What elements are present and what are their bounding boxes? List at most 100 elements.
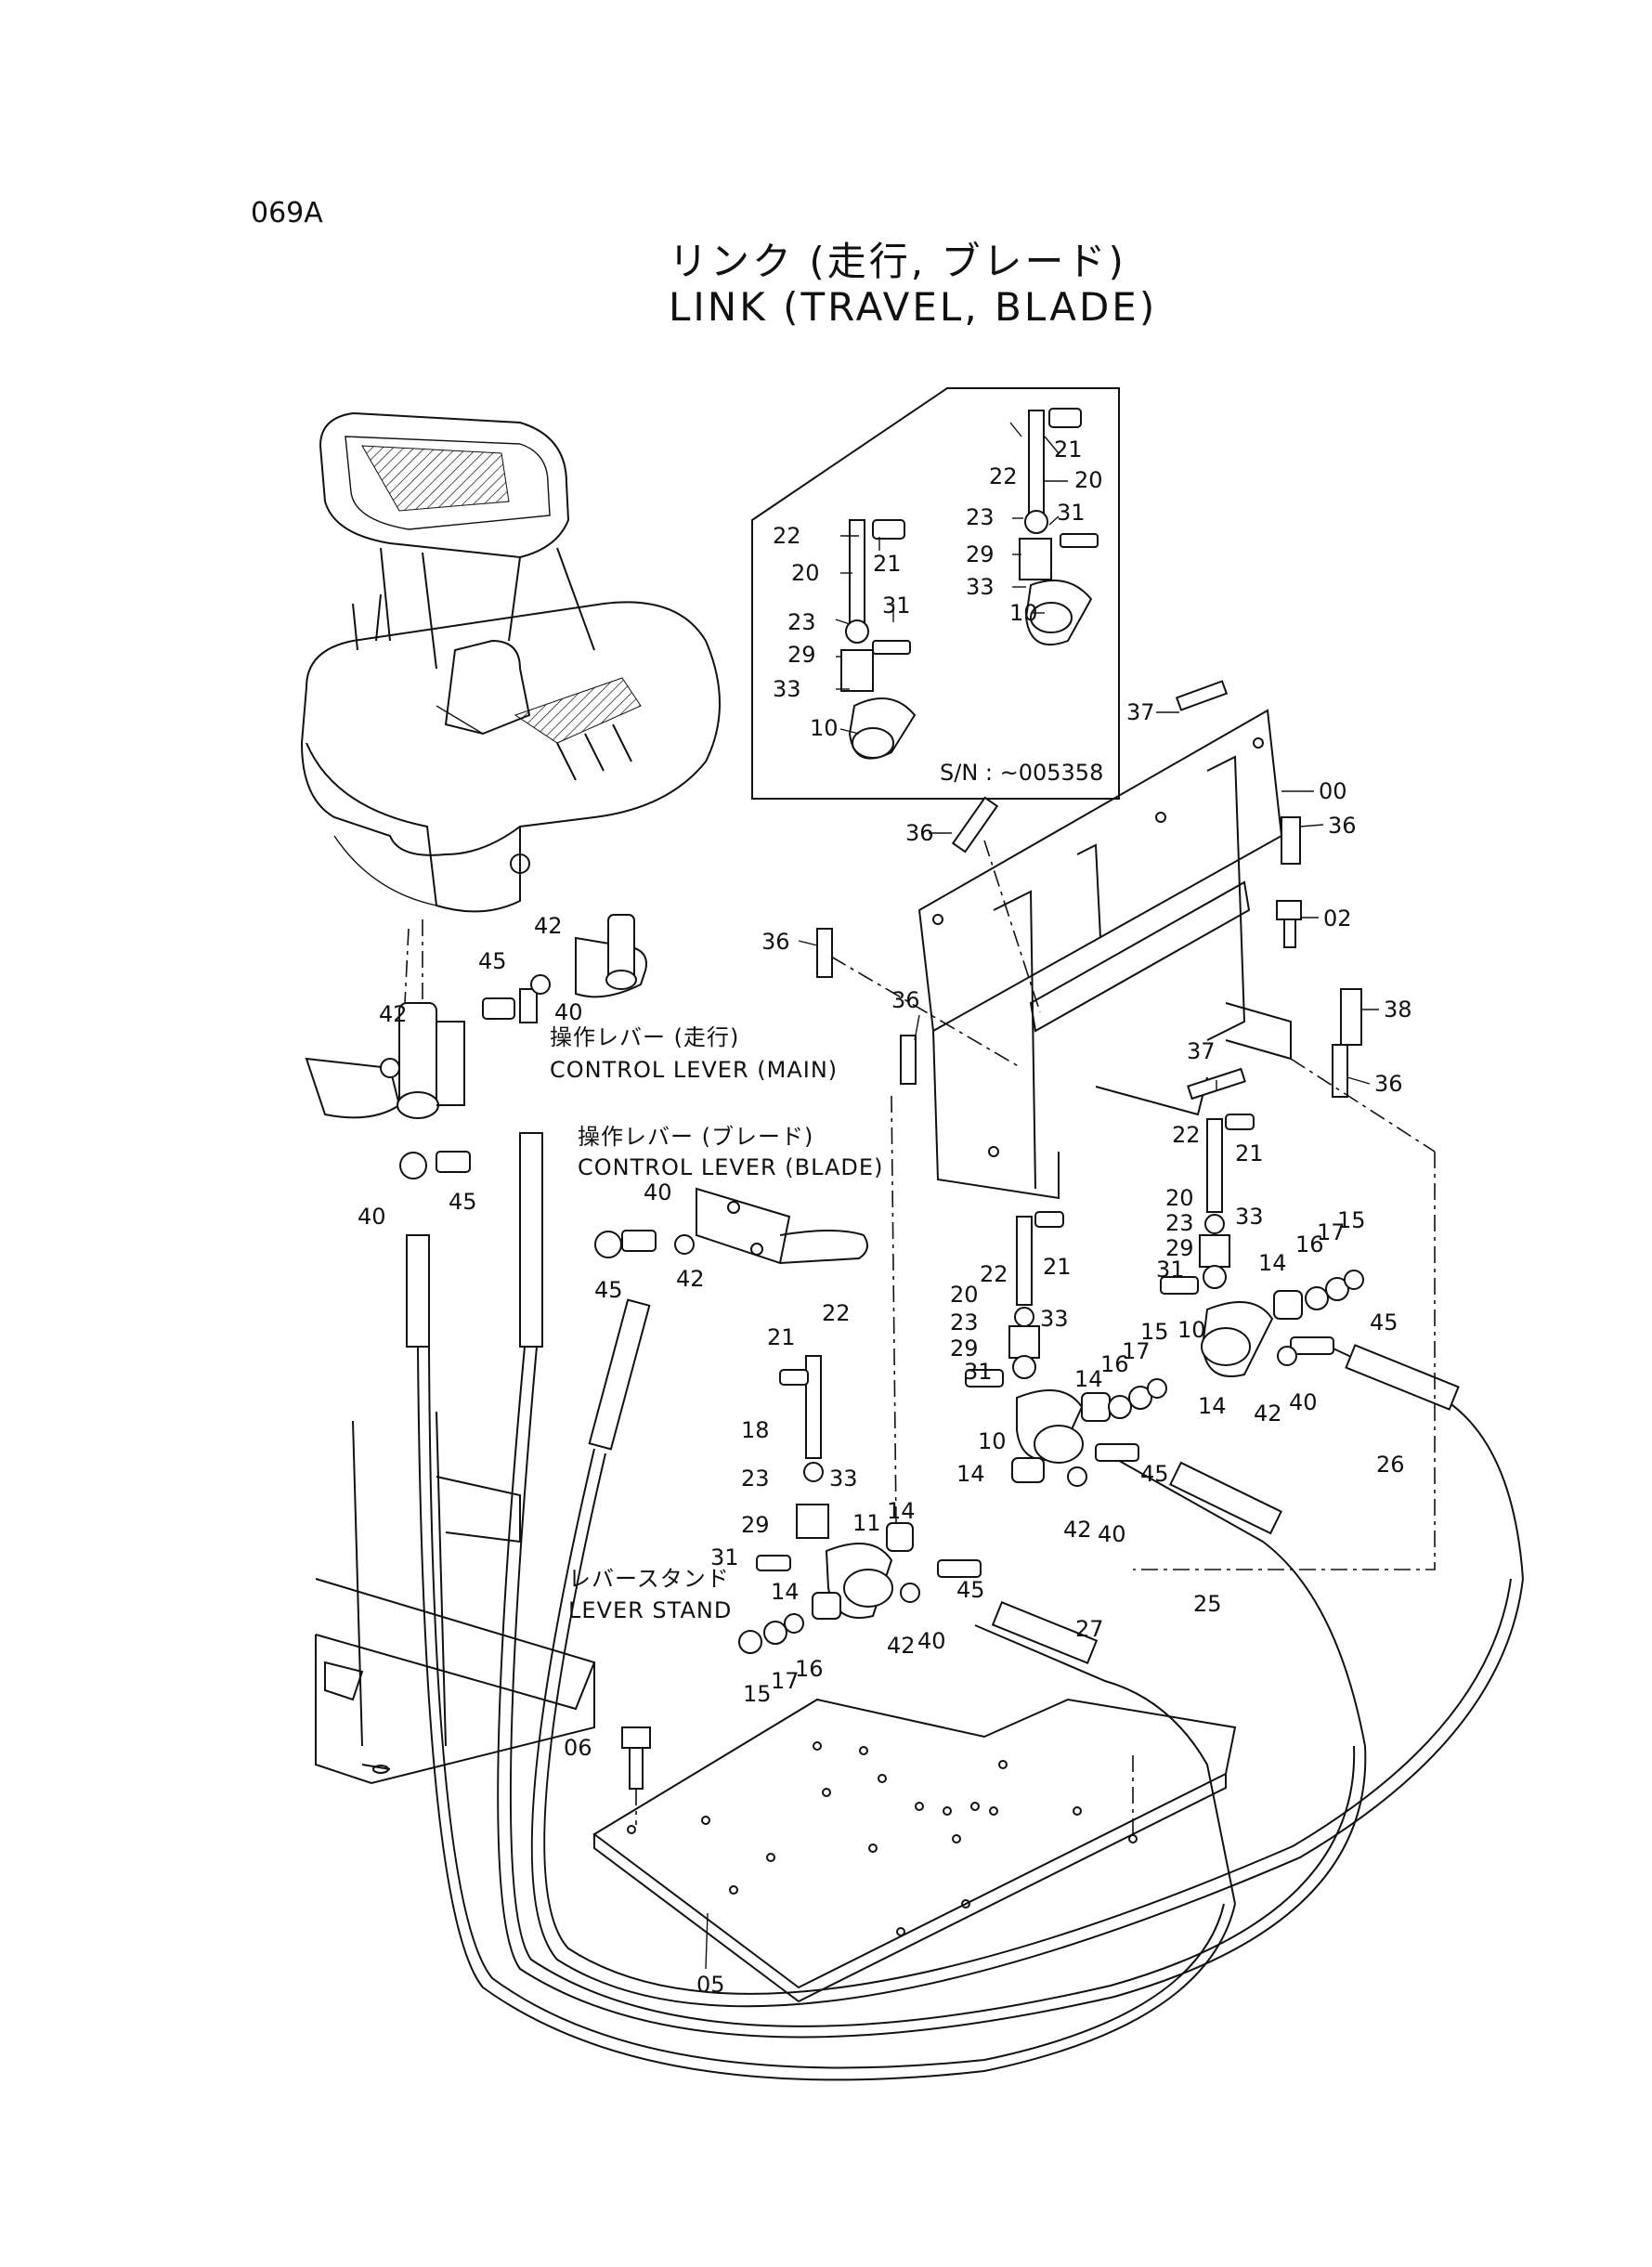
callout-36: 36 — [905, 820, 934, 846]
callout-10: 10 — [1009, 600, 1038, 626]
callout-22: 22 — [980, 1261, 1008, 1287]
callout-42: 42 — [534, 913, 563, 939]
callout-16: 16 — [1100, 1351, 1129, 1377]
callout-26: 26 — [1376, 1452, 1405, 1478]
callout-40: 40 — [1289, 1389, 1318, 1415]
callout-22: 22 — [822, 1300, 851, 1326]
callout-16: 16 — [1295, 1231, 1324, 1257]
control-lever-main-ja: 操作レバー (走行) — [550, 1024, 739, 1050]
callout-33: 33 — [1040, 1306, 1069, 1332]
callout-40: 40 — [644, 1179, 672, 1205]
callout-05: 05 — [696, 1972, 725, 1998]
callout-38: 38 — [1384, 997, 1412, 1023]
link-assembly-right — [1160, 1114, 1364, 1377]
callout-45: 45 — [1140, 1461, 1169, 1487]
callout-42: 42 — [1254, 1401, 1282, 1427]
callout-21: 21 — [1054, 436, 1083, 463]
callout-17: 17 — [1317, 1219, 1346, 1245]
link-assembly-left — [738, 1355, 982, 1654]
callouts-link-right: 20 21 22 23 33 29 14 16 17 15 31 10 45 1… — [1156, 1122, 1405, 1478]
callout-33: 33 — [1235, 1204, 1264, 1230]
base-plate — [592, 1698, 1237, 2003]
callout-23: 23 — [741, 1466, 770, 1492]
callout-16: 16 — [795, 1656, 824, 1682]
callout-14: 14 — [1074, 1366, 1103, 1392]
callout-31: 31 — [964, 1359, 993, 1385]
control-cables — [406, 1132, 1524, 2081]
callout-20: 20 — [1074, 467, 1103, 493]
link-assembly-mid — [965, 1211, 1167, 1487]
callout-31: 31 — [1156, 1257, 1185, 1283]
callout-23: 23 — [966, 504, 995, 530]
callout-45: 45 — [478, 948, 507, 974]
callout-40: 40 — [1098, 1521, 1126, 1547]
callouts-link-mid: 21 22 20 23 33 29 31 14 16 17 15 10 14 4… — [950, 1254, 1222, 1617]
callouts-frame: 37 00 36 36 02 36 38 36 37 36 — [761, 699, 1412, 1097]
callout-02: 02 — [1323, 905, 1352, 932]
page-code: 069A — [251, 197, 323, 229]
title-japanese: リンク (走行, ブレード) — [669, 239, 1126, 284]
machine-overview — [300, 411, 721, 1023]
callout-31: 31 — [710, 1544, 739, 1570]
title-english: LINK (TRAVEL, BLADE) — [669, 284, 1158, 330]
callout-23: 23 — [950, 1309, 979, 1335]
callout-40: 40 — [554, 999, 583, 1025]
callout-20: 20 — [1165, 1185, 1194, 1211]
callout-leaders — [798, 422, 1379, 1091]
callout-14: 14 — [771, 1579, 800, 1605]
serial-note: S/N : ~005358 — [940, 760, 1103, 786]
callout-00: 00 — [1319, 778, 1347, 804]
callout-31: 31 — [1057, 500, 1086, 526]
callout-45: 45 — [594, 1277, 623, 1303]
callout-37: 37 — [1187, 1038, 1216, 1064]
callouts-link-left: 21 22 18 23 33 29 31 11 14 14 15 17 16 4… — [710, 1300, 1104, 1707]
callout-45: 45 — [1370, 1309, 1398, 1335]
callout-11: 11 — [852, 1510, 881, 1536]
callout-36: 36 — [761, 929, 790, 955]
callout-14: 14 — [956, 1461, 985, 1487]
lever-fasteners — [380, 974, 695, 1258]
callout-36: 36 — [1328, 813, 1357, 839]
callout-10: 10 — [810, 715, 839, 741]
callout-10: 10 — [978, 1428, 1007, 1454]
callout-14: 14 — [1258, 1250, 1287, 1276]
callout-22: 22 — [1172, 1122, 1201, 1148]
callout-14: 14 — [1198, 1393, 1227, 1419]
callout-20: 20 — [950, 1282, 979, 1308]
callout-27: 27 — [1075, 1616, 1104, 1642]
callout-40: 40 — [358, 1204, 386, 1230]
callout-33: 33 — [829, 1466, 858, 1492]
callout-21: 21 — [873, 551, 902, 577]
callout-14: 14 — [887, 1498, 916, 1524]
callout-15: 15 — [1337, 1207, 1366, 1233]
callout-10: 10 — [1177, 1317, 1206, 1343]
callouts-base: 06 05 — [564, 1735, 725, 1998]
callout-21: 21 — [1235, 1140, 1264, 1166]
callout-42: 42 — [379, 1001, 408, 1027]
callout-25: 25 — [1193, 1591, 1222, 1617]
callout-42: 42 — [676, 1266, 705, 1292]
callout-22: 22 — [989, 463, 1018, 489]
callout-37: 37 — [1126, 699, 1155, 725]
callout-33: 33 — [966, 574, 995, 600]
callout-15: 15 — [1140, 1319, 1169, 1345]
lever-stand-ja: レバースタンド — [568, 1566, 730, 1592]
callouts-inset-a: 22 21 20 23 31 29 33 10 — [773, 523, 911, 741]
callout-29: 29 — [787, 642, 816, 668]
callout-45: 45 — [449, 1189, 477, 1215]
callout-06: 06 — [564, 1735, 592, 1761]
callout-40: 40 — [917, 1628, 946, 1654]
stand-frame — [816, 680, 1436, 1570]
callouts-levers: 42 45 40 42 40 45 40 45 42 — [358, 913, 705, 1303]
control-lever-blade-ja: 操作レバー (ブレード) — [578, 1124, 813, 1150]
callout-15: 15 — [743, 1681, 772, 1707]
callout-42: 42 — [1063, 1517, 1092, 1543]
lever-stand-en: LEVER STAND — [568, 1597, 732, 1623]
control-lever-main-en: CONTROL LEVER (MAIN) — [550, 1057, 838, 1083]
callout-21: 21 — [1043, 1254, 1072, 1280]
callout-31: 31 — [882, 593, 911, 619]
captions: 操作レバー (走行) CONTROL LEVER (MAIN) 操作レバー (ブ… — [550, 1024, 882, 1623]
callout-29: 29 — [966, 541, 995, 567]
callout-36: 36 — [891, 987, 920, 1013]
